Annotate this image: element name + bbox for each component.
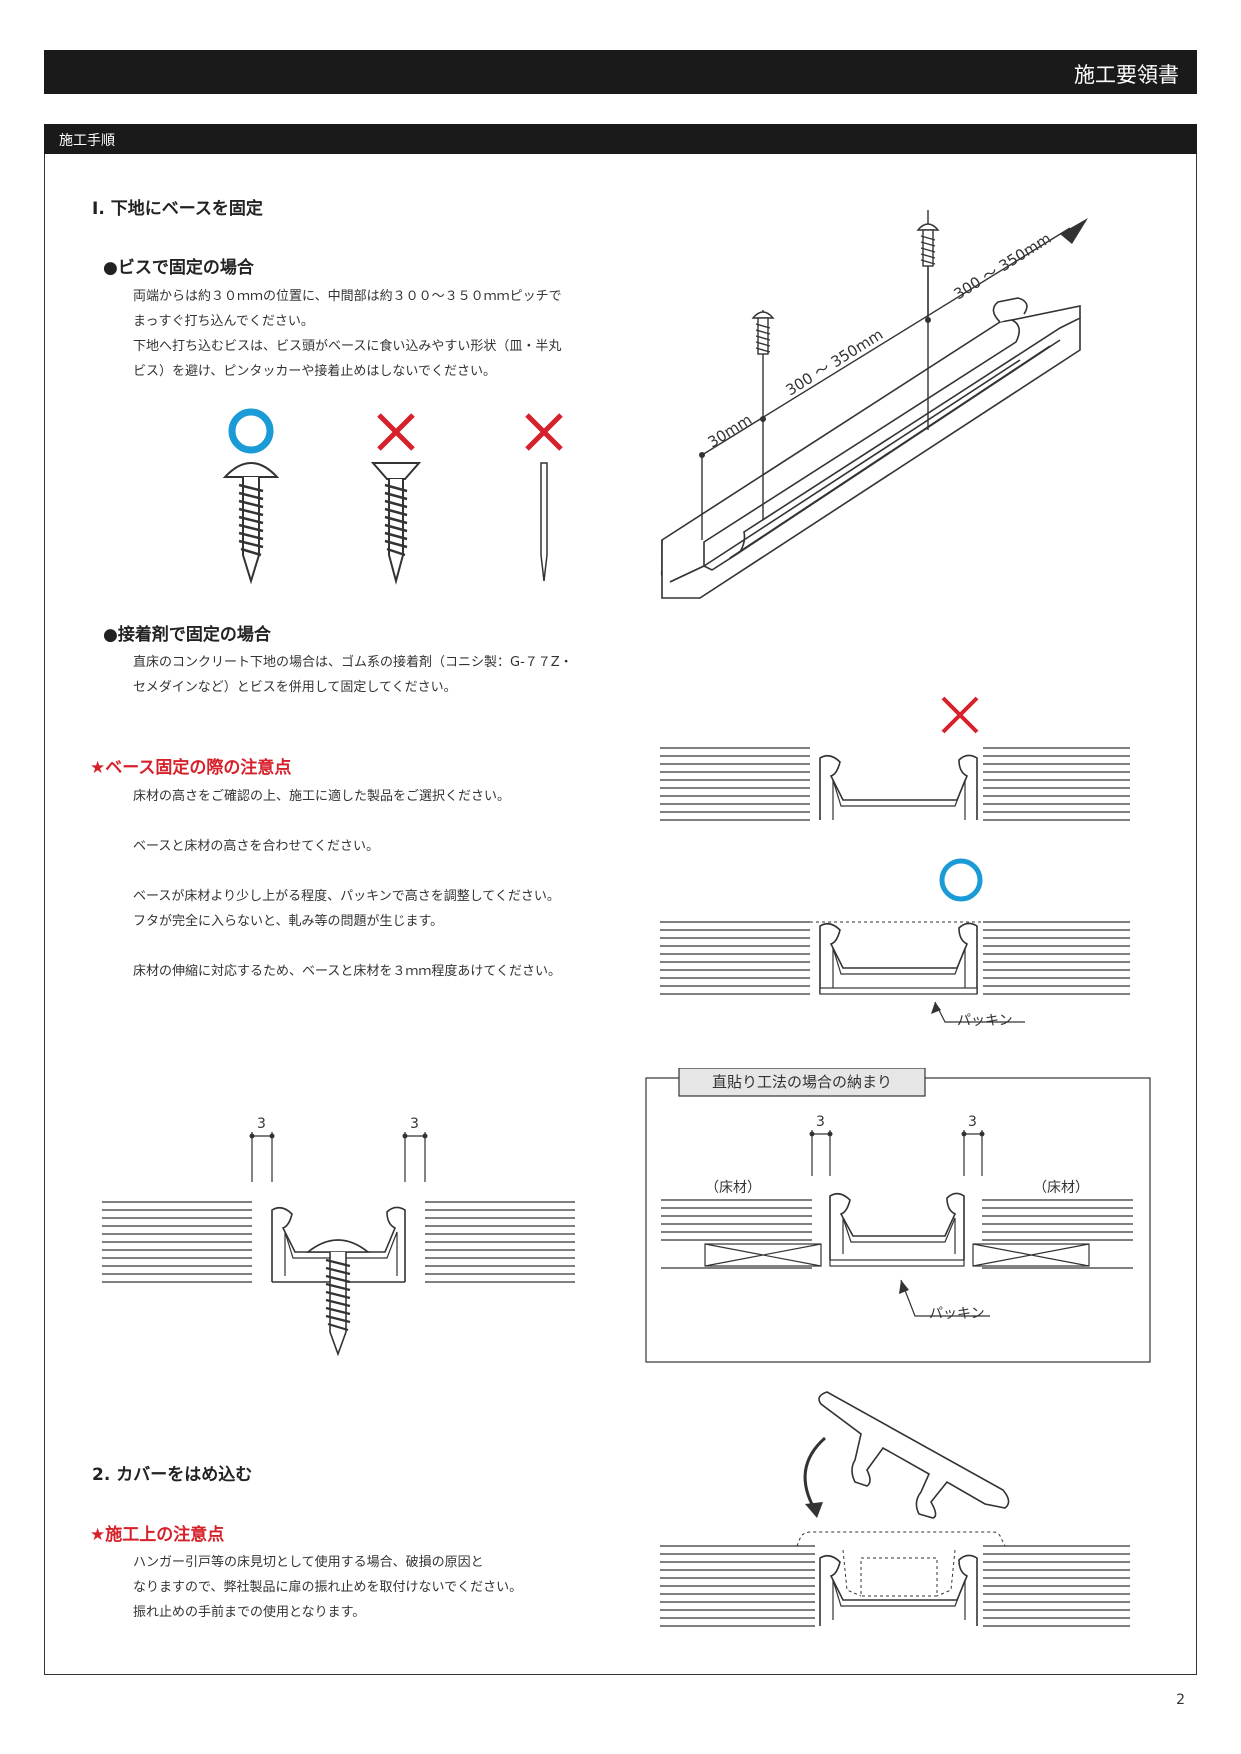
header-bar: 施工要領書	[44, 50, 1197, 94]
adhesive-text: 直床のコンクリート下地の場合は、ゴム系の接着剤（コニシ製：G-７７Z・ セメダイ…	[133, 655, 573, 695]
ok-circle-icon	[939, 858, 983, 902]
ng-cross-icon	[377, 413, 415, 451]
height-comparison-diagram: パッキン	[660, 696, 1130, 1029]
base-isometric-diagram: 30mm 300 ～ 350mm 300 ～ 350mm	[660, 210, 1088, 599]
dim-30mm: 30mm	[705, 411, 756, 452]
round-head-screw-icon	[305, 1239, 371, 1357]
floor-label-right: （床材）	[1033, 1180, 1089, 1196]
base-note-4: 床材の伸縮に対応するため、ベースと床材を３ｍｍ程度あけてください。	[133, 964, 561, 979]
step1-title: Ⅰ. 下地にベースを固定	[92, 199, 263, 219]
base-note-3: ベースが床材より少し上がる程度、パッキンで高さを調整してください。 フタが完全に…	[133, 889, 560, 929]
ok-circle-icon	[228, 408, 274, 454]
screw-heading: ●ビスで固定の場合	[103, 258, 254, 278]
round-head-screw-icon	[222, 462, 280, 585]
flat-head-screw-icon	[370, 462, 422, 585]
step2-text: ハンガー引戸等の床見切として使用する場合、破損の原因と なりますので、弊社製品に…	[133, 1555, 523, 1620]
dim-300-350-second: 300 ～ 350mm	[951, 229, 1055, 303]
ng-cross-icon	[525, 413, 563, 451]
ng-cross-icon	[941, 696, 979, 734]
content-frame	[44, 154, 1197, 1675]
rotate-arrow-icon	[803, 1436, 826, 1518]
direct-box-title: 直貼り工法の場合の納まり	[712, 1073, 892, 1091]
direct-gap-left: 3	[816, 1114, 825, 1130]
arrow-icon	[1060, 218, 1088, 244]
cover-insertion-diagram	[660, 1391, 1130, 1627]
direct-installation-box: 直貼り工法の場合の納まり 3 3 （床材） （床材） パッキン	[645, 1068, 1151, 1363]
step2-title: 2. カバーをはめ込む	[92, 1465, 253, 1485]
adhesive-heading: ●接着剤で固定の場合	[103, 625, 271, 645]
base-note-1: 床材の高さをご確認の上、施工に適した製品をご選択ください。	[133, 789, 511, 804]
dim-300-350-first: 300 ～ 350mm	[783, 325, 887, 399]
gap-left-value: 3	[257, 1116, 266, 1132]
direct-packing-label: パッキン	[929, 1306, 985, 1322]
gap-diagram: 3 3	[102, 1116, 575, 1357]
section-bar: 施工手順	[44, 124, 1197, 154]
section-title: 施工手順	[59, 133, 115, 149]
base-note-2: ベースと床材の高さを合わせてください。	[133, 839, 379, 854]
document-title: 施工要領書	[1074, 63, 1179, 87]
direct-gap-right: 3	[968, 1114, 977, 1130]
screw-text: 両端からは約３０ｍｍの位置に、中間部は約３００～３５０ｍｍピッチで まっすぐ打ち…	[133, 289, 562, 379]
page-number: 2	[1176, 1692, 1185, 1708]
step2-notes-heading: ★施工上の注意点	[90, 1525, 225, 1545]
base-notes-heading: ★ベース固定の際の注意点	[90, 758, 292, 778]
gap-right-value: 3	[410, 1116, 419, 1132]
screw-icon	[751, 311, 775, 355]
screw-comparison	[222, 408, 563, 585]
screw-icon	[916, 223, 940, 267]
pin-nail-icon	[540, 462, 548, 582]
floor-label-left: （床材）	[705, 1180, 761, 1196]
packing-label: パッキン	[957, 1013, 1013, 1029]
